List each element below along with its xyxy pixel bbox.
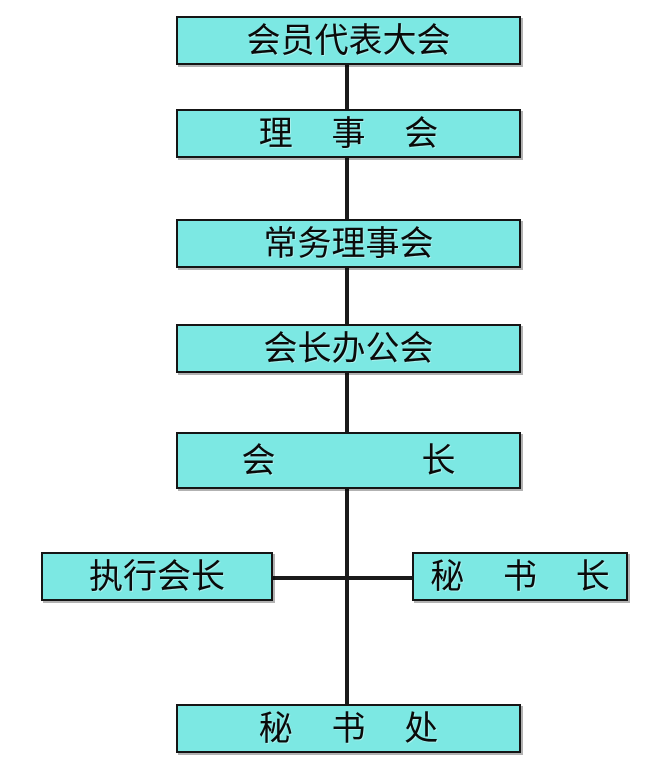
node-secretary-general[interactable]: 秘 书 长 — [412, 552, 628, 601]
connector-council-to-standing — [345, 156, 349, 222]
node-label-standing-council: 常务理事会 — [263, 223, 434, 264]
node-secretariat[interactable]: 秘 书 处 — [176, 704, 521, 753]
node-president-office[interactable]: 会长办公会 — [176, 324, 521, 373]
node-label-council: 理 事 会 — [258, 113, 453, 154]
node-members-congress[interactable]: 会员代表大会 — [176, 16, 521, 65]
connector-office-to-president — [345, 371, 349, 435]
node-label-executive-president: 执行会长 — [89, 556, 225, 597]
node-label-secretariat: 秘 书 处 — [258, 708, 453, 749]
connector-standing-to-office — [345, 266, 349, 327]
node-label-secretary-general: 秘 书 长 — [430, 556, 624, 597]
node-label-president-office: 会长办公会 — [263, 328, 434, 369]
connector-president-to-deputies — [271, 576, 415, 580]
node-label-members-congress: 会员代表大会 — [246, 20, 451, 61]
connector-congress-to-council — [345, 63, 349, 112]
node-standing-council[interactable]: 常务理事会 — [176, 219, 521, 268]
node-executive-president[interactable]: 执行会长 — [41, 552, 273, 601]
node-label-president: 会 长 — [241, 440, 512, 481]
node-president[interactable]: 会 长 — [176, 432, 521, 489]
connector-president-to-secretariat — [345, 487, 349, 707]
node-council[interactable]: 理 事 会 — [176, 109, 521, 158]
